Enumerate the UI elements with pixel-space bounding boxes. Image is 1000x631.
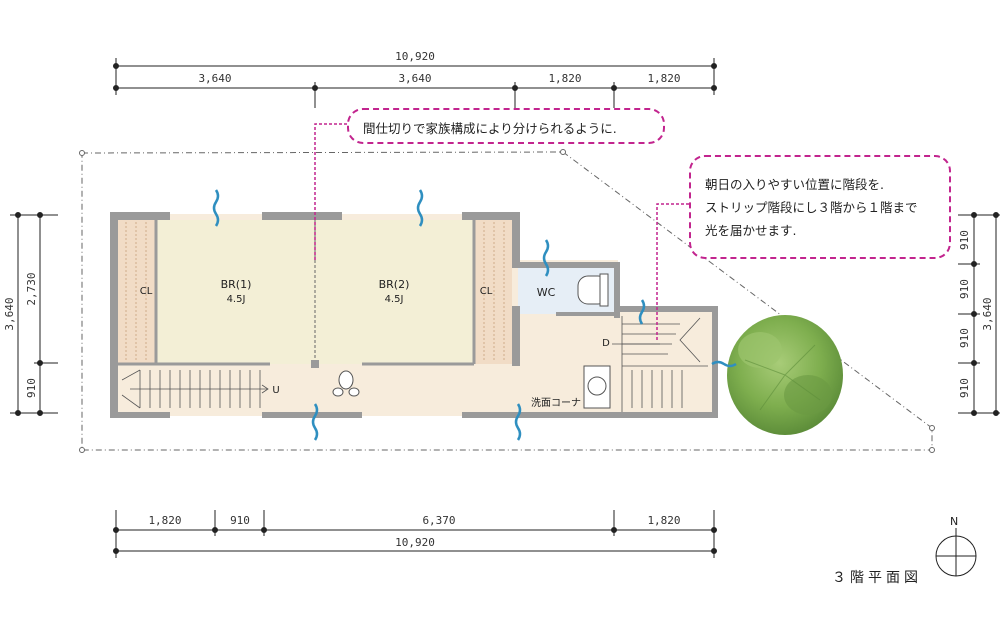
right-dim-3: 910 xyxy=(958,328,971,348)
right-outer-dim: 3,640 xyxy=(981,297,994,330)
bottom-dim-2: 910 xyxy=(230,514,250,527)
wc-label: WC xyxy=(537,286,556,299)
closet-right-label: CL xyxy=(480,286,493,297)
br2-label: BR(2) xyxy=(379,278,410,291)
top-dim-2: 3,640 xyxy=(398,72,431,85)
br1-label: BR(1) xyxy=(221,278,252,291)
walls xyxy=(110,212,718,418)
br1-size: 4.5J xyxy=(227,294,246,305)
left-outer-dim: 3,640 xyxy=(3,297,16,330)
left-inner-dim-2: 910 xyxy=(25,378,38,398)
washroom-label: 洗面コーナ xyxy=(531,397,581,409)
top-dim-3: 1,820 xyxy=(548,72,581,85)
bottom-dim-1: 1,820 xyxy=(148,514,181,527)
north-label: N xyxy=(950,515,959,528)
right-dim-1: 910 xyxy=(958,230,971,250)
callout-right-line-2: ストリップ階段にし３階から１階まで xyxy=(705,200,918,215)
plan-title: ３階平面図 xyxy=(832,570,922,586)
closet-left-label: CL xyxy=(140,286,153,297)
bottom-dim-4: 1,820 xyxy=(647,514,680,527)
right-dim-2: 910 xyxy=(958,279,971,299)
top-dimension xyxy=(113,58,717,108)
stair-up xyxy=(121,369,269,409)
top-dim-1: 3,640 xyxy=(198,72,231,85)
right-dimension xyxy=(958,212,1000,416)
stair-down xyxy=(612,316,708,412)
washbasin-icon xyxy=(583,365,611,409)
north-compass-icon xyxy=(935,528,977,577)
callout-top-text: 間仕切りで家族構成により分けられるように. xyxy=(363,121,617,136)
tree-icon xyxy=(727,315,843,435)
right-dim-4: 910 xyxy=(958,378,971,398)
callout-stair-note: 朝日の入りやすい位置に階段を. ストリップ階段にし３階から１階まで 光を届かせま… xyxy=(689,155,951,259)
plant-icon xyxy=(332,370,360,397)
callout-right-line-1: 朝日の入りやすい位置に階段を. xyxy=(705,177,884,192)
top-total-dim: 10,920 xyxy=(395,50,435,63)
callout-partition-note: 間仕切りで家族構成により分けられるように. xyxy=(347,108,665,144)
left-inner-dim-1: 2,730 xyxy=(25,272,38,305)
bottom-dimension xyxy=(113,510,717,558)
br2-size: 4.5J xyxy=(385,294,404,305)
bottom-total-dim: 10,920 xyxy=(395,536,435,549)
stair-up-label: U xyxy=(272,385,279,396)
bottom-dim-3: 6,370 xyxy=(422,514,455,527)
toilet-icon xyxy=(577,273,609,307)
left-dimension xyxy=(10,212,58,416)
building xyxy=(112,214,716,416)
callout-leaders xyxy=(314,123,689,340)
callout-right-line-3: 光を届かせます. xyxy=(705,223,797,238)
top-dim-4: 1,820 xyxy=(647,72,680,85)
stair-down-label: D xyxy=(602,338,610,349)
site-boundary xyxy=(81,151,933,451)
window-marks xyxy=(212,189,737,441)
